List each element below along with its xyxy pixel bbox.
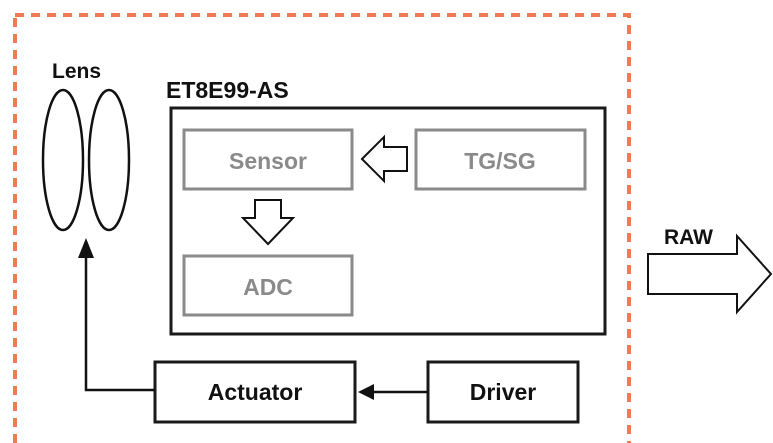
module-boundary bbox=[13, 13, 631, 443]
tg-sg-box bbox=[414, 128, 587, 191]
actuator-label: Actuator bbox=[208, 379, 303, 405]
lens-element-left bbox=[41, 88, 85, 232]
sensor-label: Sensor bbox=[229, 148, 307, 174]
raw-output-arrow bbox=[647, 233, 773, 315]
arrow-actuator-to-lens-line bbox=[84, 258, 155, 392]
lens-element-right bbox=[87, 88, 131, 232]
actuator-box bbox=[153, 360, 357, 424]
tg-sg-label: TG/SG bbox=[464, 148, 536, 174]
driver-label: Driver bbox=[470, 379, 537, 405]
lens-label: Lens bbox=[52, 60, 101, 83]
sensor-box bbox=[182, 128, 354, 191]
arrow-actuator-to-lens-head bbox=[78, 238, 94, 258]
raw-label: RAW bbox=[664, 226, 713, 249]
adc-label: ADC bbox=[243, 274, 293, 300]
arrow-driver-to-actuator-head bbox=[358, 384, 374, 400]
arrow-sensor-to-adc bbox=[240, 199, 296, 246]
adc-box bbox=[182, 254, 354, 317]
chip-label: ET8E99-AS bbox=[166, 77, 289, 103]
arrow-tgsg-to-sensor bbox=[360, 134, 408, 184]
